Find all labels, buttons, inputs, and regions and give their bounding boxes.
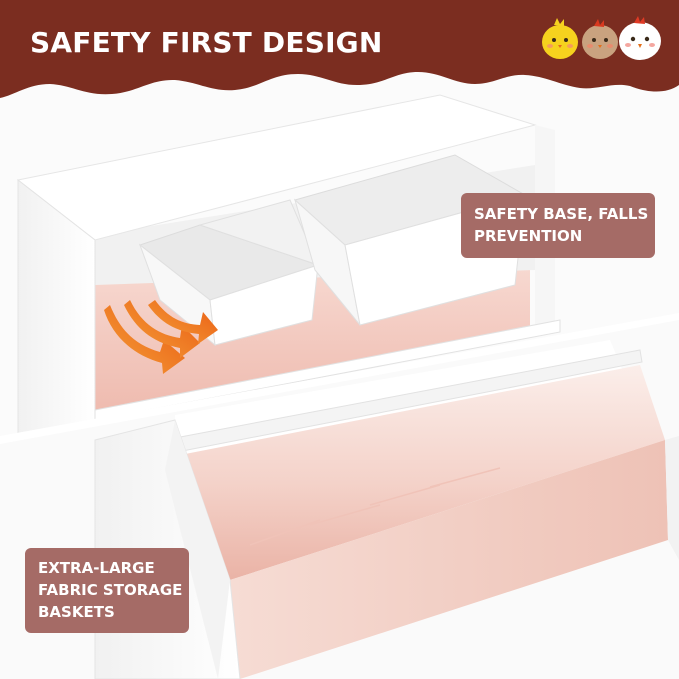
- callout-safety-base: SAFETY BASE, FALLS PREVENTION: [461, 193, 655, 258]
- mascot-white-icon: [619, 16, 661, 60]
- mascot-yellow-icon: [542, 18, 578, 59]
- mascot-brown-icon: [582, 19, 618, 59]
- small-bin-left: [138, 199, 320, 347]
- page-title: SAFETY FIRST DESIGN: [30, 26, 383, 59]
- callout-storage-baskets: EXTRA-LARGE FABRIC STORAGE BASKETS: [25, 548, 189, 633]
- callout-storage-line-1: EXTRA-LARGE: [38, 559, 155, 577]
- header-banner: [0, 0, 679, 98]
- photo-divider: [0, 313, 679, 444]
- callout-safety-line-1: SAFETY BASE, FALLS: [474, 205, 649, 223]
- callout-safety-line-2: PREVENTION: [474, 227, 583, 245]
- callout-storage-line-3: BASKETS: [38, 603, 115, 621]
- curved-arrows-icon: [104, 300, 218, 374]
- mascot-group: [542, 16, 661, 60]
- callout-storage-line-2: FABRIC STORAGE: [38, 581, 183, 599]
